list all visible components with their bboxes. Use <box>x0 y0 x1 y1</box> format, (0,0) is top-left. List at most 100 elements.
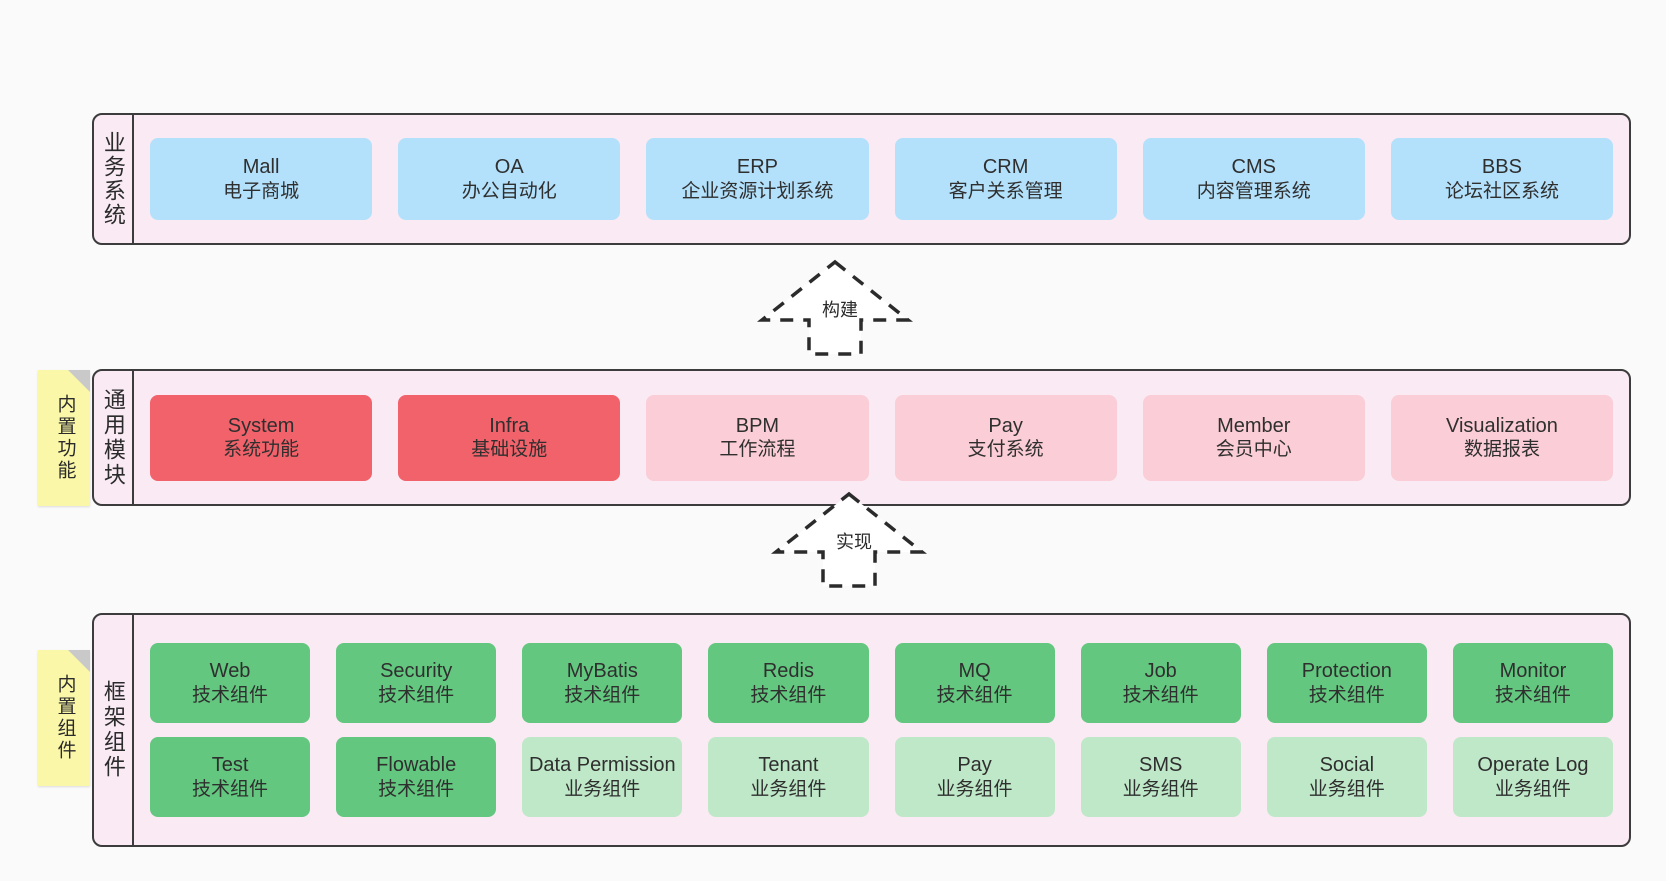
framework-tech-row: Web 技术组件 Security 技术组件 MyBatis 技术组件 Redi… <box>150 643 1613 723</box>
layer-framework-label: 框架组件 <box>94 615 134 845</box>
card-tenant-cn: 业务组件 <box>750 778 827 800</box>
framework-business-row: Test 技术组件 Flowable 技术组件 Data Permission … <box>150 737 1613 817</box>
card-redis-cn: 技术组件 <box>750 684 827 706</box>
card-bbs-cn: 论坛社区系统 <box>1444 180 1559 202</box>
card-system-en: System <box>227 414 295 437</box>
sticky-note-builtin-features: 内置功能 <box>38 370 90 506</box>
card-bpm-cn: 工作流程 <box>719 439 796 461</box>
card-oa-en: OA <box>494 156 524 179</box>
card-web[interactable]: Web 技术组件 <box>150 643 311 723</box>
card-bbs[interactable]: BBS 论坛社区系统 <box>1390 138 1614 220</box>
layer-business-body: Mall 电子商城 OA 办公自动化 ERP 企业资源计划系统 CRM 客户关系… <box>134 115 1629 243</box>
card-infra-cn: 基础设施 <box>471 439 548 461</box>
card-protection-cn: 技术组件 <box>1308 684 1385 706</box>
card-sms-cn: 业务组件 <box>1122 778 1199 800</box>
card-flowable[interactable]: Flowable 技术组件 <box>336 737 497 817</box>
card-infra-en: Infra <box>489 414 530 437</box>
layer-framework-body: Web 技术组件 Security 技术组件 MyBatis 技术组件 Redi… <box>134 615 1629 845</box>
card-crm-cn: 客户关系管理 <box>948 180 1063 202</box>
layer-business-label: 业务系统 <box>94 115 134 243</box>
card-social[interactable]: Social 业务组件 <box>1266 737 1427 817</box>
card-protection-en: Protection <box>1301 660 1392 683</box>
card-erp-cn: 企业资源计划系统 <box>681 180 834 202</box>
connector-implement-label: 实现 <box>836 532 872 552</box>
card-web-cn: 技术组件 <box>192 684 269 706</box>
card-protection[interactable]: Protection 技术组件 <box>1266 643 1427 723</box>
card-tenant[interactable]: Tenant 业务组件 <box>708 737 869 817</box>
card-infra[interactable]: Infra 基础设施 <box>398 394 621 481</box>
layer-business-systems: 业务系统 Mall 电子商城 OA 办公自动化 ERP 企业资源计划系统 CRM <box>92 113 1631 245</box>
card-flowable-en: Flowable <box>376 754 457 777</box>
connector-build-arrow: 构建 <box>756 258 914 358</box>
card-web-en: Web <box>209 660 251 683</box>
card-mall[interactable]: Mall 电子商城 <box>150 138 373 220</box>
card-erp-en: ERP <box>736 156 778 179</box>
card-erp[interactable]: ERP 企业资源计划系统 <box>646 138 869 220</box>
card-visualization[interactable]: Visualization 数据报表 <box>1390 394 1614 481</box>
sticky-fold-corner-icon <box>68 370 90 392</box>
card-visualization-en: Visualization <box>1445 414 1558 437</box>
card-mq-cn: 技术组件 <box>936 684 1013 706</box>
sticky-note-builtin-components-text: 内置组件 <box>54 674 76 762</box>
card-monitor-en: Monitor <box>1499 660 1567 683</box>
layer-common-modules: 通用模块 System 系统功能 Infra 基础设施 BPM 工作流程 Pay <box>92 369 1631 506</box>
card-security-cn: 技术组件 <box>378 684 455 706</box>
card-operate-log-cn: 业务组件 <box>1494 778 1571 800</box>
card-cms[interactable]: CMS 内容管理系统 <box>1142 138 1365 220</box>
card-monitor[interactable]: Monitor 技术组件 <box>1452 643 1613 723</box>
card-mall-cn: 电子商城 <box>223 180 300 202</box>
card-system[interactable]: System 系统功能 <box>150 394 373 481</box>
card-pay-module-cn: 支付系统 <box>967 439 1044 461</box>
card-cms-cn: 内容管理系统 <box>1196 180 1311 202</box>
card-crm[interactable]: CRM 客户关系管理 <box>894 138 1117 220</box>
card-job-en: Job <box>1144 660 1177 683</box>
card-pay-component[interactable]: Pay 业务组件 <box>894 737 1055 817</box>
card-sms[interactable]: SMS 业务组件 <box>1080 737 1241 817</box>
card-redis[interactable]: Redis 技术组件 <box>708 643 869 723</box>
layer-common-label-text: 通用模块 <box>100 387 126 488</box>
card-operate-log[interactable]: Operate Log 业务组件 <box>1452 737 1613 817</box>
card-test-en: Test <box>211 754 249 777</box>
sticky-fold-corner-icon <box>68 650 90 672</box>
card-social-cn: 业务组件 <box>1308 778 1385 800</box>
card-oa[interactable]: OA 办公自动化 <box>398 138 621 220</box>
layer-common-body: System 系统功能 Infra 基础设施 BPM 工作流程 Pay 支付系统… <box>134 371 1629 504</box>
card-mq[interactable]: MQ 技术组件 <box>894 643 1055 723</box>
card-tenant-en: Tenant <box>758 754 819 777</box>
card-social-en: Social <box>1319 754 1375 777</box>
card-pay-module[interactable]: Pay 支付系统 <box>894 394 1117 481</box>
card-data-permission[interactable]: Data Permission 业务组件 <box>522 737 683 817</box>
card-job[interactable]: Job 技术组件 <box>1080 643 1241 723</box>
card-pay-module-en: Pay <box>988 414 1023 437</box>
card-security-en: Security <box>380 660 453 683</box>
card-job-cn: 技术组件 <box>1122 684 1199 706</box>
card-sms-en: SMS <box>1139 754 1183 777</box>
card-mq-en: MQ <box>958 660 991 683</box>
card-pay-component-en: Pay <box>957 754 992 777</box>
card-operate-log-en: Operate Log <box>1477 754 1589 777</box>
business-card-row: Mall 电子商城 OA 办公自动化 ERP 企业资源计划系统 CRM 客户关系… <box>150 138 1614 220</box>
sticky-note-builtin-features-text: 内置功能 <box>54 394 76 482</box>
layer-business-label-text: 业务系统 <box>100 131 126 227</box>
card-cms-en: CMS <box>1231 156 1276 179</box>
card-security[interactable]: Security 技术组件 <box>336 643 497 723</box>
layer-common-label: 通用模块 <box>94 371 134 504</box>
card-mybatis-cn: 技术组件 <box>564 684 641 706</box>
card-bpm[interactable]: BPM 工作流程 <box>646 394 869 481</box>
layer-framework-components: 框架组件 Web 技术组件 Security 技术组件 MyBatis 技术组件… <box>92 613 1631 847</box>
card-redis-en: Redis <box>762 660 814 683</box>
card-mybatis[interactable]: MyBatis 技术组件 <box>522 643 683 723</box>
card-visualization-cn: 数据报表 <box>1463 439 1540 461</box>
card-member[interactable]: Member 会员中心 <box>1142 394 1365 481</box>
card-system-cn: 系统功能 <box>223 439 300 461</box>
card-test[interactable]: Test 技术组件 <box>150 737 311 817</box>
card-bpm-en: BPM <box>735 414 780 437</box>
card-mall-en: Mall <box>242 156 280 179</box>
card-flowable-cn: 技术组件 <box>378 778 455 800</box>
card-oa-cn: 办公自动化 <box>461 180 557 202</box>
card-member-cn: 会员中心 <box>1215 439 1292 461</box>
card-monitor-cn: 技术组件 <box>1494 684 1571 706</box>
card-member-en: Member <box>1217 414 1291 437</box>
card-data-permission-en: Data Permission <box>528 754 676 777</box>
